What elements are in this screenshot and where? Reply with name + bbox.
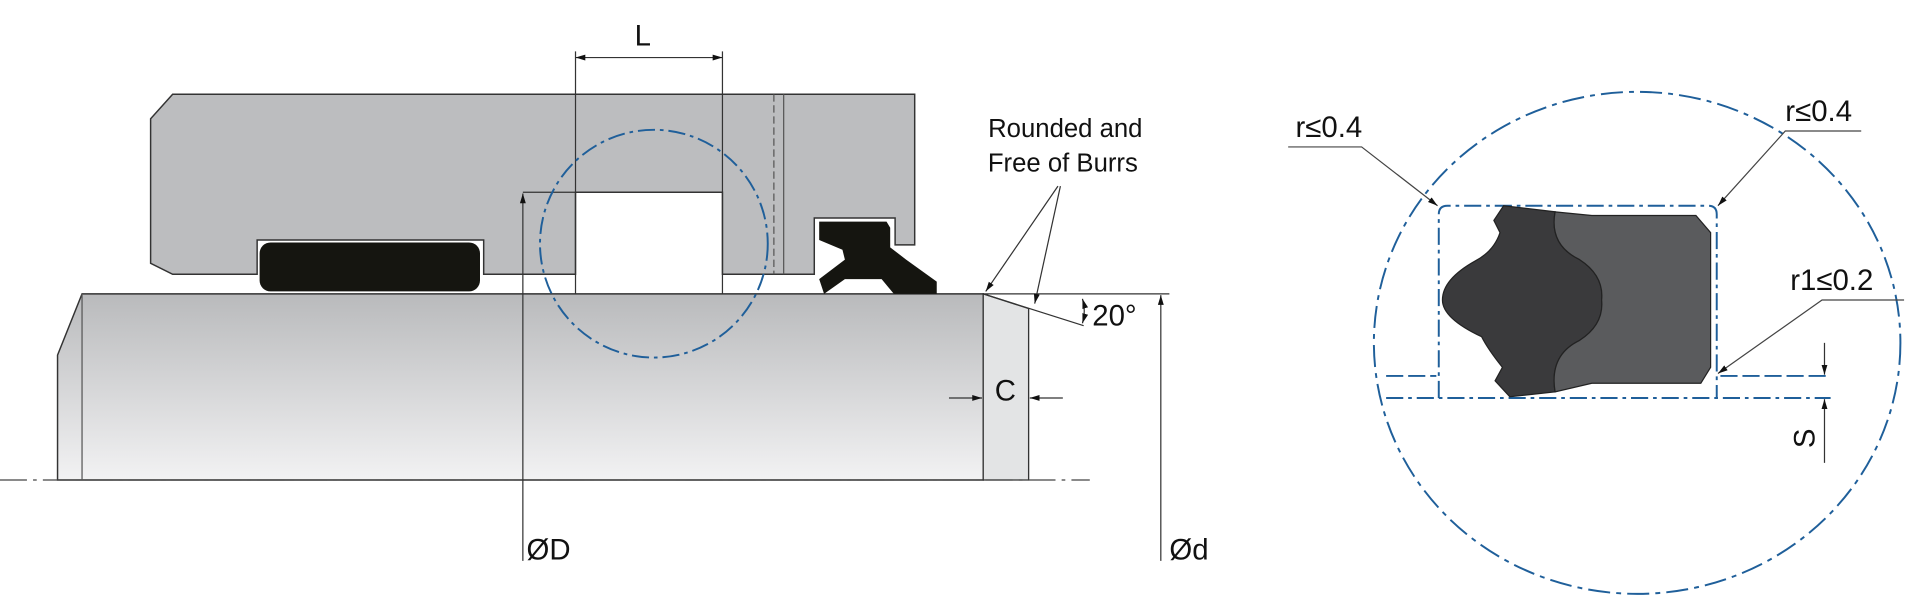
chamfer-angle-line — [983, 293, 1084, 327]
rod — [56, 293, 984, 481]
note-line-1: Rounded and — [988, 115, 1142, 143]
note-line-2: Free of Burrs — [988, 149, 1138, 177]
radius-leader-bottom — [1717, 299, 1905, 374]
angle-arc — [1081, 298, 1089, 324]
dim-L-label: L — [635, 19, 651, 52]
radius-leader-right — [1717, 130, 1862, 207]
detail-marker-circle — [539, 128, 769, 359]
dim-bore-label: ØD — [527, 534, 571, 567]
dim-C-label: C — [995, 374, 1016, 407]
radius-leader-left — [1288, 146, 1438, 207]
guide-ring — [259, 242, 480, 292]
detail-circle — [1372, 90, 1902, 595]
radius-label-right: r≤0.4 — [1785, 95, 1852, 128]
radius-label-left: r≤0.4 — [1296, 111, 1363, 144]
angle-label: 20° — [1092, 300, 1136, 333]
seal-ring — [1553, 211, 1712, 393]
wiper-seal — [819, 221, 937, 294]
dim-rod-label: Ød — [1169, 534, 1208, 567]
groove-outline — [1437, 204, 1718, 398]
dim-S-label: S — [1789, 429, 1822, 449]
note-leader — [985, 185, 1059, 292]
radius-label-bottom: r1≤0.2 — [1790, 264, 1873, 297]
note-leader — [1033, 185, 1062, 304]
